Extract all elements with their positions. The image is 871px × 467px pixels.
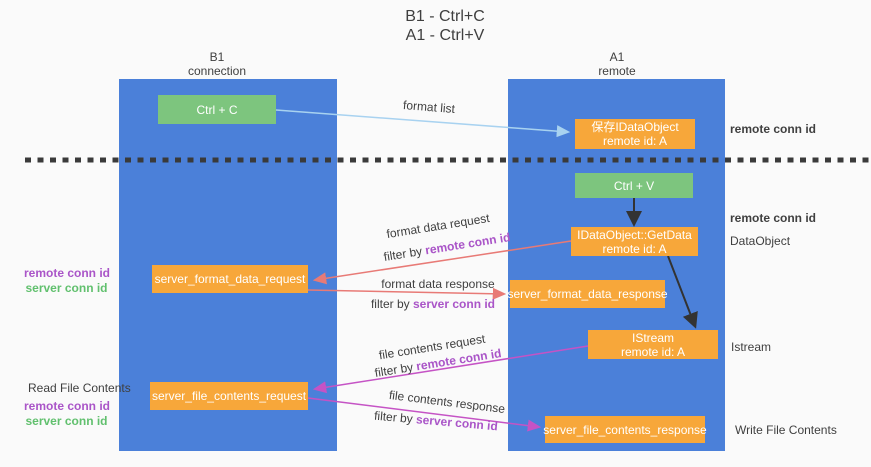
node-ctrl-c-label: Ctrl + C xyxy=(196,102,238,117)
node-ctrl-v-label: Ctrl + V xyxy=(613,178,655,193)
label-server-conn-id: server conn id xyxy=(415,412,499,434)
lane-header-a1-line2: remote xyxy=(598,64,636,78)
diagram-title-line1: B1 - Ctrl+C xyxy=(405,8,485,25)
side-label-istream: Istream xyxy=(731,340,772,354)
label-filter-by-text: filter by xyxy=(373,408,417,427)
side-label-remote-conn-id-1: remote conn id xyxy=(730,122,817,136)
node-save-idataobject-line1: 保存IDataObject xyxy=(591,120,679,134)
lane-header-b1-line2: connection xyxy=(187,64,247,78)
side-label-server-conn-id-left-1: server conn id xyxy=(25,281,108,295)
node-server-file-contents-request: server_file_contents_request xyxy=(150,382,308,410)
node-server-format-data-request-label: server_format_data_request xyxy=(154,272,306,286)
label-format-list: format list xyxy=(402,97,456,117)
lane-header-a1: A1 remote xyxy=(547,50,687,78)
node-server-format-data-request: server_format_data_request xyxy=(152,265,308,293)
label-filter-by-server-1: filter by server conn id xyxy=(363,297,503,311)
side-label-read-file-contents: Read File Contents xyxy=(28,381,131,395)
node-istream: IStream remote id: A xyxy=(588,330,718,359)
label-remote-conn-id: remote conn id xyxy=(424,230,512,258)
side-label-conn-ids-1: remote conn id server conn id xyxy=(24,266,111,296)
node-getdata-line1: IDataObject::GetData xyxy=(577,227,692,242)
side-label-server-conn-id-left-2: server conn id xyxy=(25,414,108,428)
node-ctrl-v: Ctrl + V xyxy=(575,173,693,198)
node-server-file-contents-response-label: server_file_contents_response xyxy=(543,422,707,437)
label-filter-by-text: filter by xyxy=(382,243,427,264)
diagram-title-line2: A1 - Ctrl+V xyxy=(405,27,485,44)
side-label-remote-conn-id-left-2: remote conn id xyxy=(24,399,111,413)
label-filter-by-text: filter by xyxy=(370,297,413,311)
node-server-file-contents-request-label: server_file_contents_request xyxy=(151,389,307,403)
label-filter-by-text: filter by xyxy=(373,359,418,380)
diagram-title: B1 - Ctrl+C A1 - Ctrl+V xyxy=(245,7,645,45)
lane-header-a1-line1: A1 xyxy=(609,50,625,64)
lane-header-b1: B1 connection xyxy=(147,50,287,78)
node-istream-line1: IStream xyxy=(631,330,674,345)
side-label-dataobject: DataObject xyxy=(730,234,791,248)
side-label-remote-conn-id-left-1: remote conn id xyxy=(24,266,111,280)
node-istream-line2: remote id: A xyxy=(620,344,686,359)
node-ctrl-c: Ctrl + C xyxy=(158,95,276,124)
side-label-remote-conn-id-2: remote conn id xyxy=(730,211,817,225)
node-save-idataobject: 保存IDataObject remote id: A xyxy=(575,119,695,149)
lane-header-b1-line1: B1 xyxy=(209,50,225,64)
node-server-format-data-response: server_format_data_response xyxy=(507,280,668,308)
node-save-idataobject-line2: remote id: A xyxy=(602,134,668,148)
node-server-file-contents-response: server_file_contents_response xyxy=(543,416,707,443)
node-getdata-line2: remote id: A xyxy=(602,241,667,256)
label-format-data-response: format data response xyxy=(381,277,495,291)
side-label-conn-ids-2: remote conn id server conn id xyxy=(24,399,111,429)
side-label-write-file-contents: Write File Contents xyxy=(735,423,837,437)
label-server-conn-id: server conn id xyxy=(412,297,496,311)
node-idataobject-getdata: IDataObject::GetData remote id: A xyxy=(571,227,698,256)
node-server-format-data-response-label: server_format_data_response xyxy=(507,287,668,301)
